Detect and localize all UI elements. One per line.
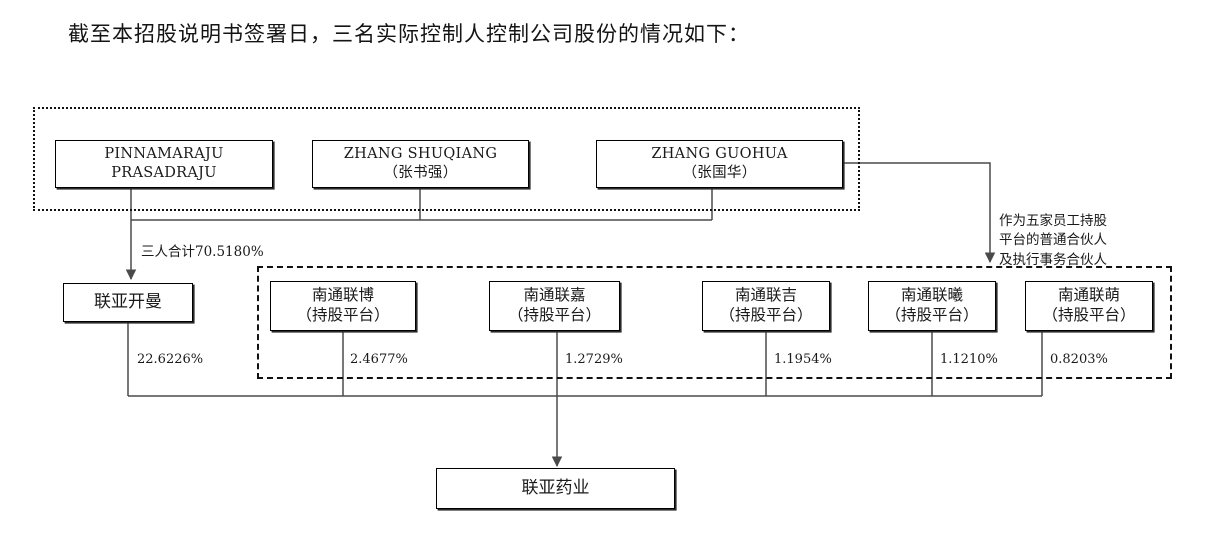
- gp-annotation: 作为五家员工持股 平台的普通合伙人 及执行事务合伙人: [999, 212, 1107, 270]
- node-zhang-shuqiang[interactable]: ZHANG SHUQIANG （张书强）: [312, 140, 529, 188]
- node-lianya-pharma-label: 联亚药业: [521, 477, 590, 498]
- node-nantong-lianji[interactable]: 南通联吉 （持股平台）: [702, 281, 830, 331]
- node-nantong-lianmeng[interactable]: 南通联萌 （持股平台）: [1025, 281, 1153, 331]
- node-pinnamaraju-line2: PRASADRAJU: [111, 165, 217, 181]
- node-zhang-guohua-line2: （张国华）: [682, 165, 757, 181]
- node-zhang-shuqiang-line2: （张书强）: [383, 165, 458, 181]
- node-zhang-guohua-line1: ZHANG GUOHUA: [651, 146, 788, 163]
- wire-guohua-to-platforms: [843, 162, 996, 264]
- node-nantong-lianbo-line1: 南通联博: [311, 286, 374, 305]
- node-nantong-lianji-line1: 南通联吉: [734, 286, 797, 305]
- node-pinnamaraju-line1: PINNAMARAJU: [104, 146, 224, 163]
- node-lianya-pharma[interactable]: 联亚药业: [436, 468, 675, 509]
- gp-annotation-line1: 作为五家员工持股: [999, 213, 1107, 229]
- node-nantong-lianjia-line2: （持股平台）: [507, 306, 601, 324]
- node-zhang-shuqiang-line1: ZHANG SHUQIANG: [343, 146, 498, 163]
- node-lianya-kaiman-label: 联亚开曼: [94, 291, 162, 312]
- edge-label-three-persons-total: 三人合计70.5180%: [141, 244, 264, 260]
- edge-label-lianjia-pct: 1.2729%: [565, 352, 623, 367]
- node-nantong-lianmeng-line2: （持股平台）: [1042, 306, 1136, 324]
- edge-label-lianji-pct: 1.1954%: [774, 352, 832, 367]
- node-nantong-lianjia-line1: 南通联嘉: [523, 286, 586, 305]
- node-nantong-lianbo-line2: （持股平台）: [296, 306, 390, 324]
- node-nantong-lianxi[interactable]: 南通联曦 （持股平台）: [868, 281, 996, 331]
- node-nantong-lianxi-line1: 南通联曦: [900, 286, 963, 305]
- edge-label-lianxi-pct: 1.1210%: [940, 352, 998, 367]
- edge-label-kaiman-pct: 22.6226%: [137, 352, 204, 367]
- edge-label-lianmeng-pct: 0.8203%: [1050, 352, 1108, 367]
- node-nantong-lianjia[interactable]: 南通联嘉 （持股平台）: [489, 281, 620, 331]
- employee-platforms-group-container: [257, 266, 1172, 379]
- node-nantong-lianmeng-line1: 南通联萌: [1057, 286, 1120, 305]
- node-pinnamaraju-prasadraju[interactable]: PINNAMARAJU PRASADRAJU: [55, 140, 273, 188]
- controllers-group-container: [33, 107, 860, 211]
- edge-label-lianbo-pct: 2.4677%: [350, 352, 408, 367]
- page-title: 截至本招股说明书签署日，三名实际控制人控制公司股份的情况如下：: [68, 22, 750, 46]
- node-zhang-guohua[interactable]: ZHANG GUOHUA （张国华）: [596, 140, 843, 188]
- gp-annotation-line2: 平台的普通合伙人: [999, 232, 1107, 249]
- node-nantong-lianji-line2: （持股平台）: [719, 306, 813, 324]
- node-nantong-lianbo[interactable]: 南通联博 （持股平台）: [270, 281, 416, 331]
- gp-annotation-line3: 及执行事务合伙人: [999, 251, 1107, 268]
- node-lianya-kaiman[interactable]: 联亚开曼: [63, 283, 193, 322]
- node-nantong-lianxi-line2: （持股平台）: [885, 306, 979, 324]
